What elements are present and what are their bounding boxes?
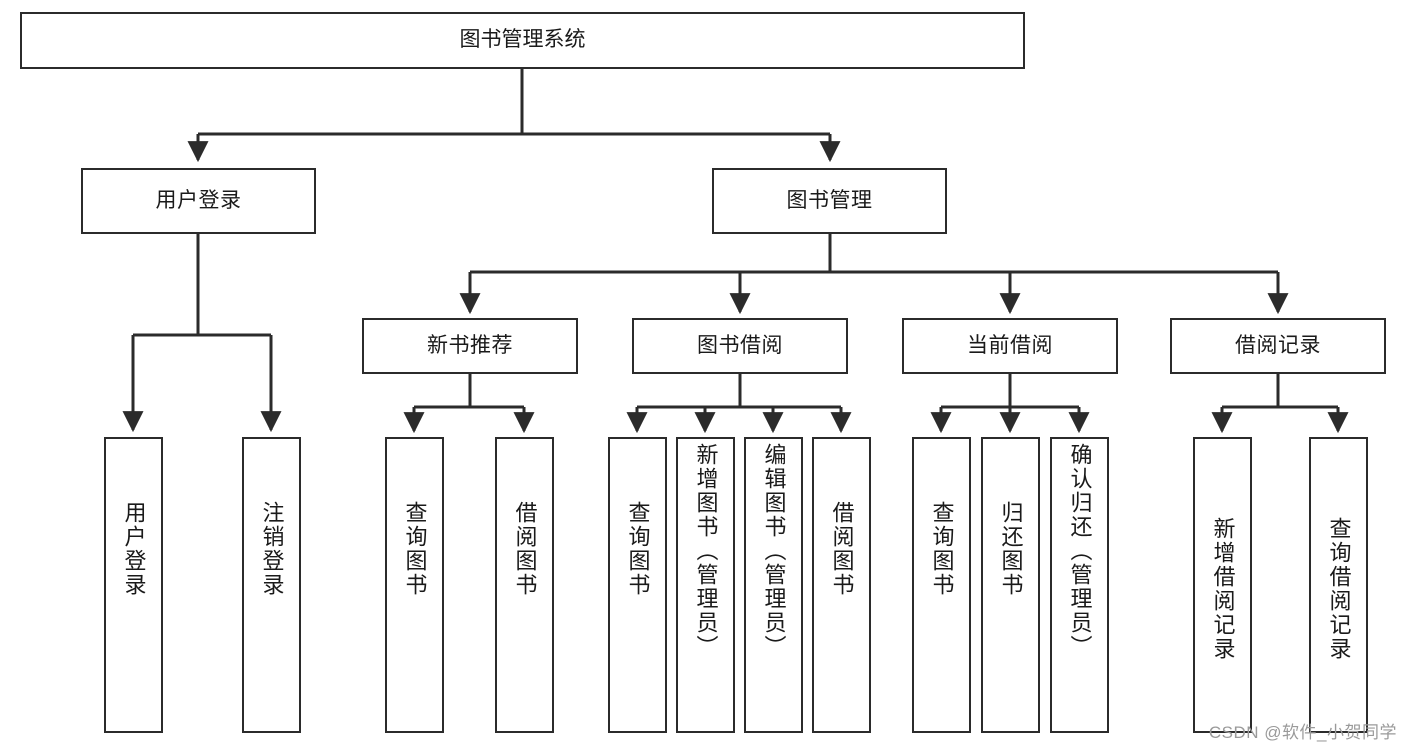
leaf-current-return-book[interactable]: 归还图书 — [981, 437, 1040, 733]
node-new-book-recommend[interactable]: 新书推荐 — [362, 318, 578, 374]
node-label: 借阅图书 — [829, 501, 855, 597]
leaf-current-query-book[interactable]: 查询图书 — [912, 437, 971, 733]
node-label: 用户登录 — [121, 501, 147, 597]
node-label: 新增借阅记录 — [1210, 517, 1236, 661]
node-label: 借阅图书 — [512, 501, 538, 597]
node-label: 新书推荐 — [427, 333, 513, 357]
node-label: 查询图书 — [625, 501, 651, 597]
node-label: 用户登录 — [155, 188, 242, 212]
node-label: 当前借阅 — [967, 333, 1053, 357]
node-root-system[interactable]: 图书管理系统 — [20, 12, 1025, 69]
leaf-record-query-record[interactable]: 查询借阅记录 — [1309, 437, 1368, 733]
node-label: 图书管理系统 — [459, 28, 586, 52]
node-label: 归还图书 — [998, 501, 1024, 597]
leaf-borrow-edit-book-admin[interactable]: 编辑图书（管理员） — [744, 437, 803, 733]
node-label: 查询借阅记录 — [1326, 517, 1352, 661]
node-label: 图书管理 — [786, 188, 873, 212]
node-label: 借阅记录 — [1235, 333, 1321, 357]
leaf-recommend-query-book[interactable]: 查询图书 — [385, 437, 444, 733]
watermark-text: CSDN @软件_小贺同学 — [1208, 723, 1397, 742]
node-label: 确认归还（管理员） — [1067, 443, 1093, 659]
node-label: 新增图书（管理员） — [693, 443, 719, 659]
leaf-recommend-borrow-book[interactable]: 借阅图书 — [495, 437, 554, 733]
node-label: 图书借阅 — [697, 333, 783, 357]
leaf-borrow-query-book[interactable]: 查询图书 — [608, 437, 667, 733]
leaf-user-logout[interactable]: 注销登录 — [242, 437, 301, 733]
node-current-borrow[interactable]: 当前借阅 — [902, 318, 1118, 374]
node-book-management[interactable]: 图书管理 — [712, 168, 947, 234]
node-borrow-record[interactable]: 借阅记录 — [1170, 318, 1386, 374]
node-label: 查询图书 — [929, 501, 955, 597]
leaf-borrow-borrow-book[interactable]: 借阅图书 — [812, 437, 871, 733]
leaf-user-login-action[interactable]: 用户登录 — [104, 437, 163, 733]
node-book-borrow[interactable]: 图书借阅 — [632, 318, 848, 374]
node-label: 注销登录 — [259, 501, 285, 597]
node-label: 查询图书 — [402, 501, 428, 597]
leaf-record-add-record[interactable]: 新增借阅记录 — [1193, 437, 1252, 733]
leaf-borrow-add-book-admin[interactable]: 新增图书（管理员） — [676, 437, 735, 733]
node-label: 编辑图书（管理员） — [761, 443, 787, 659]
leaf-current-confirm-return-admin[interactable]: 确认归还（管理员） — [1050, 437, 1109, 733]
node-user-login[interactable]: 用户登录 — [81, 168, 316, 234]
